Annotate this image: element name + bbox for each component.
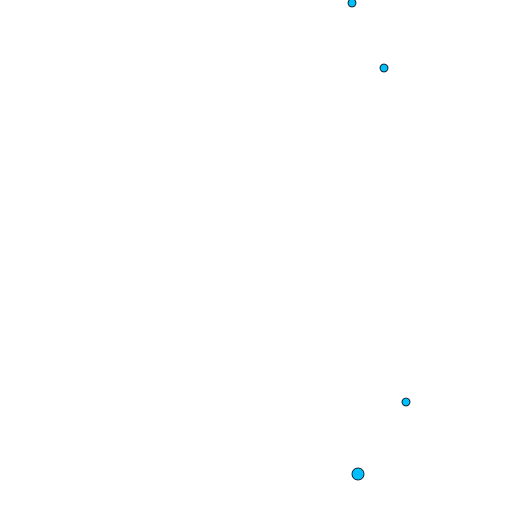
map-marker-1[interactable] xyxy=(347,0,357,8)
map-marker-3[interactable] xyxy=(401,397,411,407)
map-marker-2[interactable] xyxy=(379,63,389,73)
map-marker-4[interactable] xyxy=(351,467,365,481)
